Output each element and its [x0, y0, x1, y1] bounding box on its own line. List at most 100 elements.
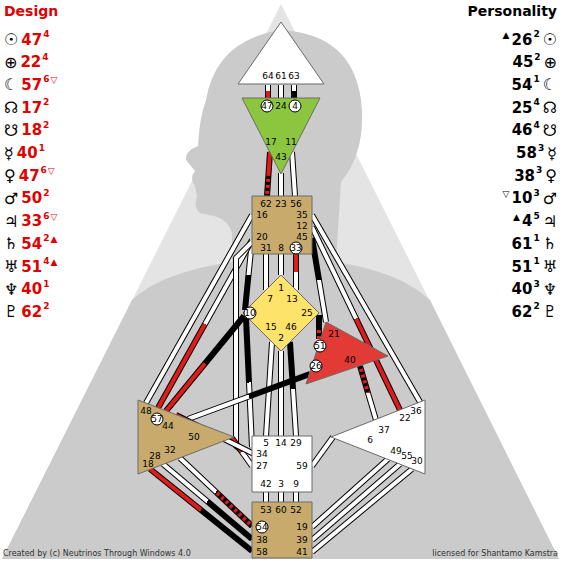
channel-line: [312, 437, 333, 466]
channel-stripes: [317, 315, 321, 339]
gate-number: 39: [296, 536, 307, 545]
gate-number: 33: [21, 214, 42, 229]
channel-line: [266, 85, 270, 98]
channel: [281, 85, 282, 98]
center-outline: [252, 436, 312, 492]
channel-outline: [316, 315, 322, 339]
channel: [319, 315, 320, 339]
gate-number: 10: [512, 191, 533, 206]
channel-stripes: [279, 492, 283, 502]
channel-stripes: [180, 458, 252, 526]
channel-outline: [293, 254, 299, 290]
channel: [312, 464, 400, 540]
line-number: 2: [43, 98, 49, 107]
planet-symbol: ☉: [4, 32, 18, 48]
channel-line: [279, 85, 283, 98]
line-number: 1: [533, 234, 539, 243]
planet-symbol: ☊: [4, 100, 18, 116]
planet-symbol: ♇: [543, 304, 557, 320]
channel-line: [150, 469, 252, 551]
fixing-arrow: ▽: [50, 76, 57, 85]
gate-number: 38: [256, 536, 267, 545]
planet-symbol: ☿: [4, 146, 14, 162]
gate-number: 57: [151, 413, 164, 426]
gate-number: 54: [512, 78, 533, 93]
channel: [294, 85, 295, 98]
gate-number: 47: [19, 169, 40, 184]
channel-line: [166, 316, 244, 411]
gate-number: 54: [21, 237, 42, 252]
channel-line: [264, 492, 268, 502]
channel-line: [294, 254, 298, 290]
gate-number: 25: [512, 101, 533, 116]
line-number: 2: [43, 189, 49, 198]
gate-number: 9: [293, 480, 299, 489]
gate-number: 55: [401, 452, 412, 461]
line-number: 4: [43, 30, 49, 39]
channel-line: [290, 342, 296, 436]
gate-number: 2: [278, 334, 284, 343]
channel-outline: [278, 254, 284, 275]
line-number: 1: [533, 75, 539, 84]
gate-number: 26: [310, 360, 323, 373]
gate-number: 23: [275, 200, 286, 209]
channel-line: [294, 492, 298, 502]
channel-line: [312, 227, 400, 410]
line-number: 2: [533, 302, 539, 311]
fixing-arrow: ▲: [50, 235, 57, 244]
channel-outline: [290, 342, 296, 436]
channel-outline: [163, 464, 252, 539]
channel-outline: [265, 85, 271, 98]
gate-number: 36: [410, 407, 421, 416]
planet-symbol: ☾: [4, 77, 18, 93]
gate-number: 40: [512, 282, 533, 297]
channel: [246, 318, 252, 447]
gate-number: 49: [390, 447, 401, 456]
channel: [188, 374, 310, 419]
fixing-arrow: ▲: [513, 213, 520, 222]
body-silhouette: [2, 30, 559, 559]
channel: [296, 254, 297, 290]
energy-center: 48574450322818: [136, 398, 236, 476]
channel-stripes: [290, 342, 296, 436]
line-number: 2: [43, 121, 49, 130]
gate-number: 51: [314, 340, 327, 353]
line-number: 4: [42, 53, 48, 62]
channel-outline: [278, 492, 284, 502]
channel: [150, 469, 252, 551]
channel-outline: [312, 469, 412, 552]
planet-symbol: ♂: [543, 191, 557, 207]
planet-symbol: ♅: [4, 259, 18, 275]
line-number: 4: [534, 98, 540, 107]
channel-line: [360, 366, 376, 420]
energy-center: 3622376495530: [329, 398, 427, 476]
gate-number: 43: [275, 153, 286, 162]
channel: [292, 152, 295, 196]
planet-symbol: ☾: [543, 77, 557, 93]
channel-stripes: [312, 437, 333, 466]
gate-number: 52: [290, 506, 301, 515]
planet-symbol: ♆: [4, 282, 18, 298]
center-outline: [138, 400, 234, 474]
center-shape: [304, 320, 390, 386]
gate-number: 10: [244, 307, 257, 320]
planet-symbol: ♄: [543, 236, 557, 252]
channel-stripes: [312, 464, 400, 540]
gate-number: 4: [522, 214, 532, 229]
planet-symbol: ☿: [547, 146, 557, 162]
channel-outline: [312, 437, 333, 466]
gate-number: 57: [21, 78, 42, 93]
gate-number: 31: [260, 244, 271, 253]
energy-center: 47244174311: [240, 96, 322, 176]
channel-line: [180, 458, 252, 526]
channel-stripes: [312, 469, 412, 552]
channel-stripes: [163, 464, 252, 539]
gate-number: 27: [256, 462, 267, 471]
channel-outline: [312, 227, 400, 410]
channel-stripes: [188, 374, 310, 419]
channel-stripes: [267, 152, 270, 196]
planet-symbol: ☉: [543, 32, 557, 48]
channel-outline: [263, 254, 269, 290]
channel: [163, 464, 252, 539]
planet-symbol: ☋: [543, 123, 557, 139]
